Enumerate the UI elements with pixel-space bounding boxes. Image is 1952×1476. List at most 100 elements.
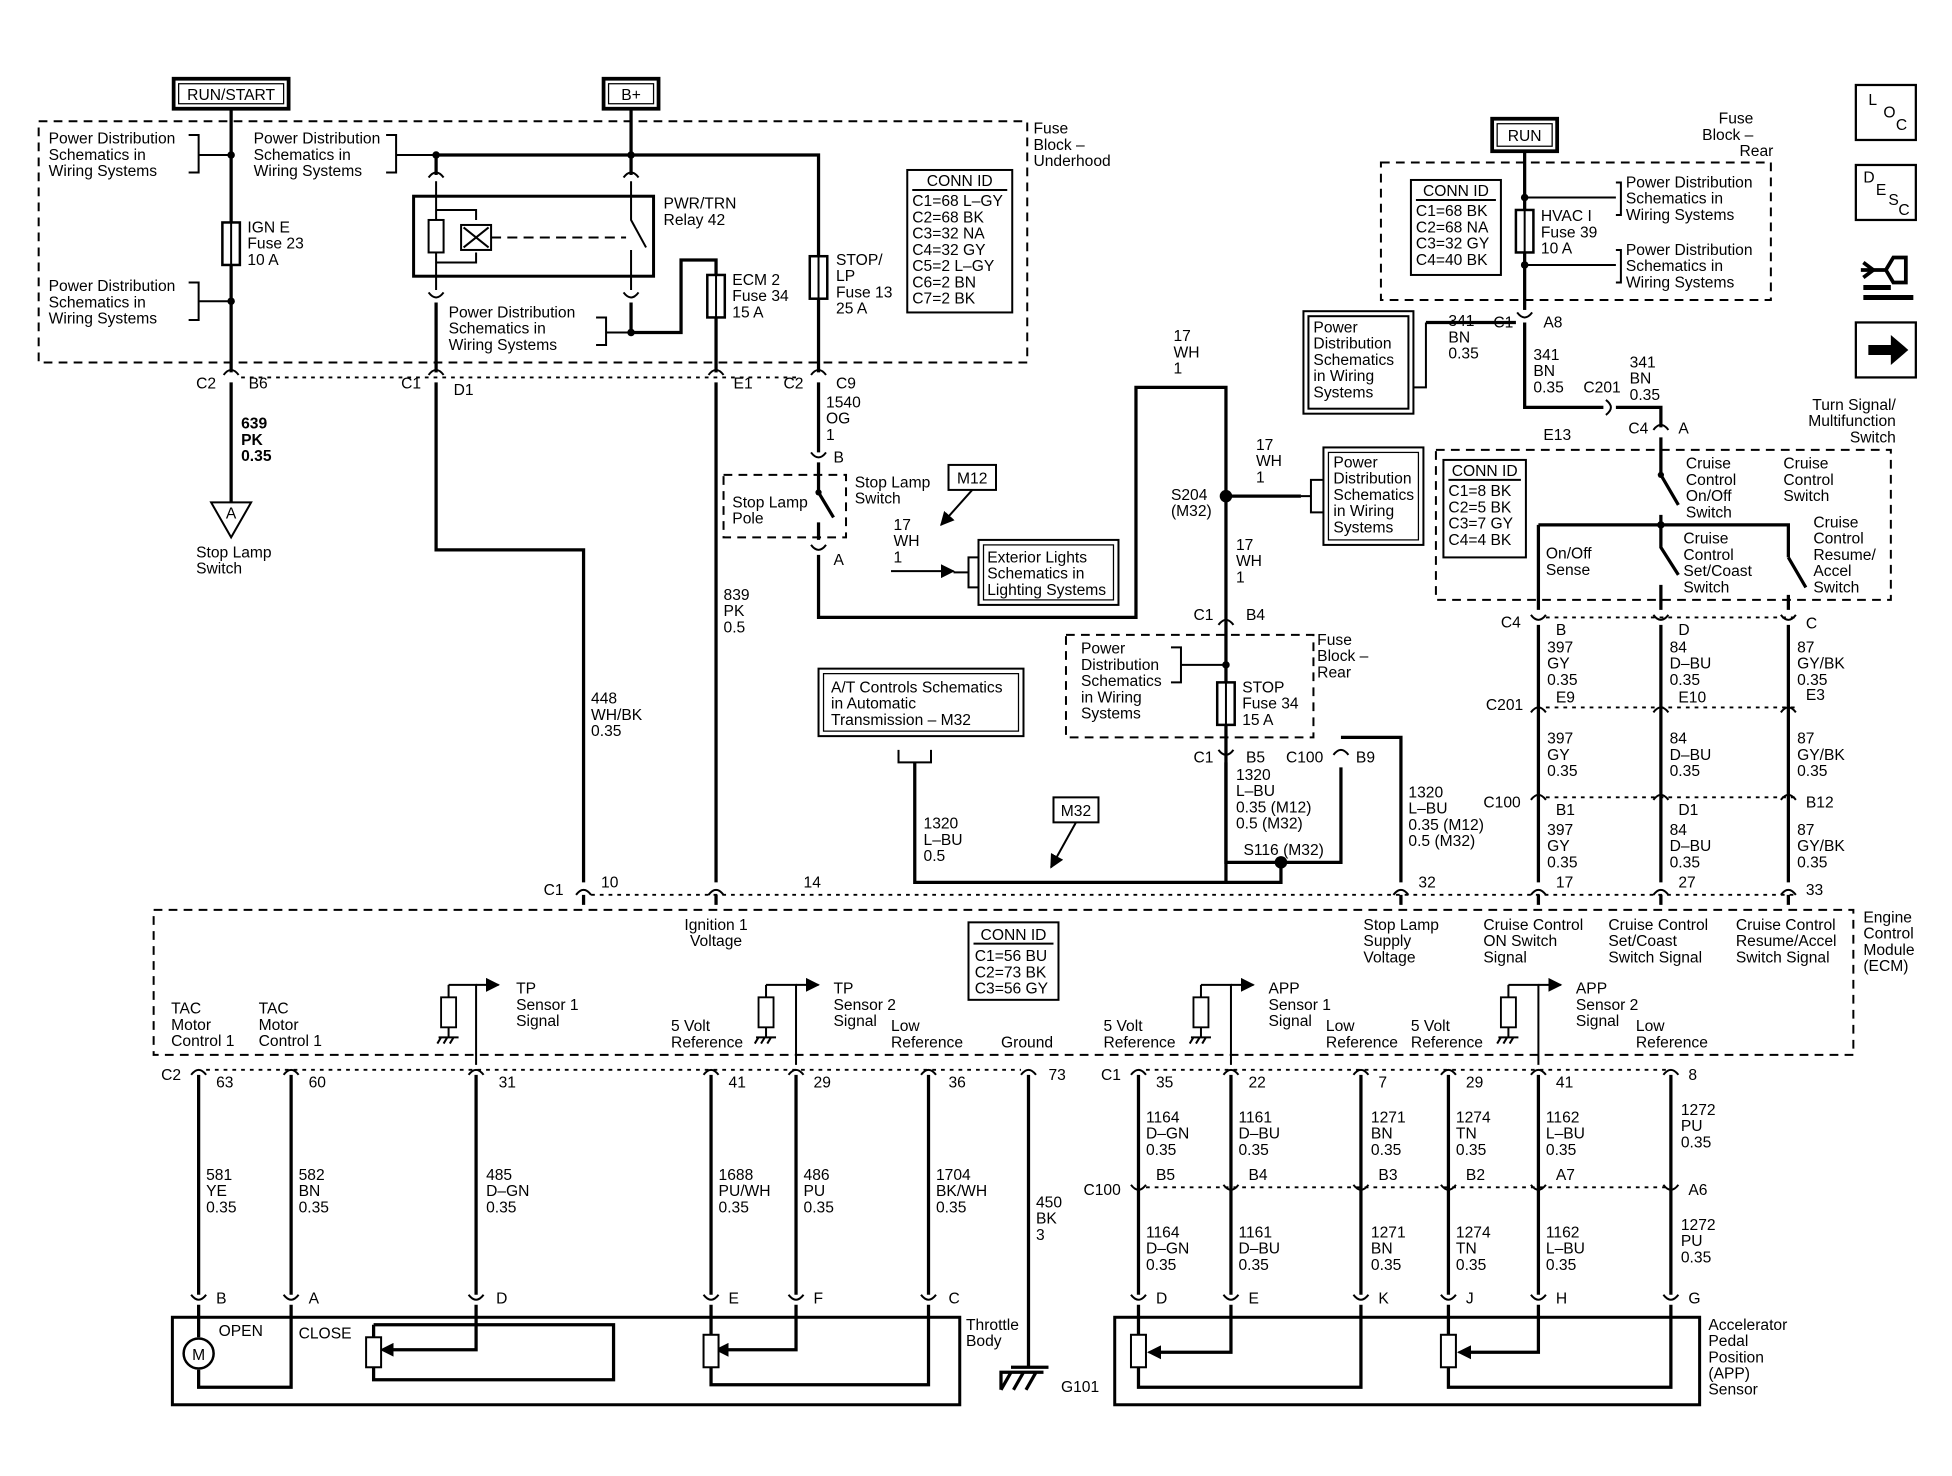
svg-text:O: O	[1883, 104, 1895, 121]
svg-text:7: 7	[1378, 1074, 1387, 1091]
next-arrow-icon[interactable]	[1854, 321, 1917, 379]
svg-text:B4: B4	[1248, 1167, 1267, 1184]
svg-text:J: J	[1466, 1291, 1474, 1308]
svg-text:C9: C9	[836, 376, 856, 393]
desc-icon[interactable]: D E S C	[1854, 163, 1917, 222]
svg-text:C1: C1	[544, 882, 564, 899]
ecm-top-connectors: C1 10 14 32 17 27 33	[544, 874, 1823, 905]
svg-text:17: 17	[1556, 874, 1573, 891]
svg-text:B5: B5	[1156, 1167, 1175, 1184]
svg-text:E: E	[729, 1291, 739, 1308]
svg-text:C201: C201	[1486, 697, 1523, 714]
svg-text:E1: E1	[734, 376, 753, 393]
tp2-sensor-resistor	[702, 1333, 720, 1369]
connector-tool-icon[interactable]	[1860, 255, 1914, 300]
rear-a: A	[1678, 421, 1689, 438]
pwr-trn-relay-box	[412, 194, 656, 278]
ecm-bottom-connectors: C2 63 60 31 41 29 36 73 C1 35 22 7 29 41…	[161, 1067, 1697, 1091]
turn-signal-switch-outline	[1434, 448, 1892, 601]
rear-a8: A8	[1543, 314, 1562, 331]
svg-text:B: B	[216, 1291, 226, 1308]
source-b-plus: B+	[601, 76, 661, 111]
app-sensor-pins: D E K J H G	[1130, 1291, 1701, 1308]
svg-text:C: C	[949, 1291, 960, 1308]
loc-icon[interactable]: L O C	[1854, 83, 1917, 142]
relay-coil-resistor	[427, 218, 445, 254]
svg-text:S: S	[1888, 192, 1898, 209]
rear-e13: E13	[1543, 427, 1571, 444]
svg-text:C: C	[1806, 616, 1817, 633]
svg-text:B2: B2	[1466, 1167, 1485, 1184]
svg-text:C2: C2	[161, 1067, 181, 1084]
svg-text:C2: C2	[196, 376, 216, 393]
stop-lamp-arrow-letter: A	[226, 506, 237, 523]
rear-mid-c1-top: C1	[1193, 607, 1213, 624]
cruise-wire-connectors: C4 B D C C201 E9 E10 E3 C100 B1 D1 B12	[1483, 614, 1834, 819]
svg-text:K: K	[1378, 1291, 1389, 1308]
svg-text:31: 31	[499, 1074, 516, 1091]
svg-text:C: C	[1896, 117, 1907, 134]
tp1-sensor-resistor	[365, 1336, 383, 1369]
svg-text:D1: D1	[454, 382, 474, 399]
app-c100-connectors: C100 B5 B4 B3 B2 A7 A6	[1083, 1167, 1707, 1199]
svg-text:35: 35	[1156, 1074, 1174, 1091]
svg-text:27: 27	[1678, 874, 1695, 891]
svg-text:G: G	[1688, 1291, 1700, 1308]
throttle-open-label: OPEN	[219, 1323, 263, 1340]
rear-mid-b5: B5	[1246, 749, 1265, 766]
svg-text:D: D	[1863, 169, 1874, 186]
svg-text:D: D	[1678, 622, 1689, 639]
svg-text:36: 36	[949, 1074, 966, 1091]
svg-text:60: 60	[309, 1074, 327, 1091]
svg-text:8: 8	[1688, 1067, 1697, 1084]
svg-text:63: 63	[216, 1074, 233, 1091]
rear-mid-b4: B4	[1246, 607, 1265, 624]
svg-text:C100: C100	[1083, 1182, 1121, 1199]
g101-ground: G101	[999, 1365, 1099, 1396]
svg-text:B: B	[1556, 622, 1566, 639]
svg-text:C1: C1	[1101, 1067, 1121, 1084]
source-b-plus-label: B+	[621, 87, 641, 104]
s204-label: S204(M32)	[1171, 487, 1212, 520]
source-run-start-label: RUN/START	[187, 87, 275, 104]
